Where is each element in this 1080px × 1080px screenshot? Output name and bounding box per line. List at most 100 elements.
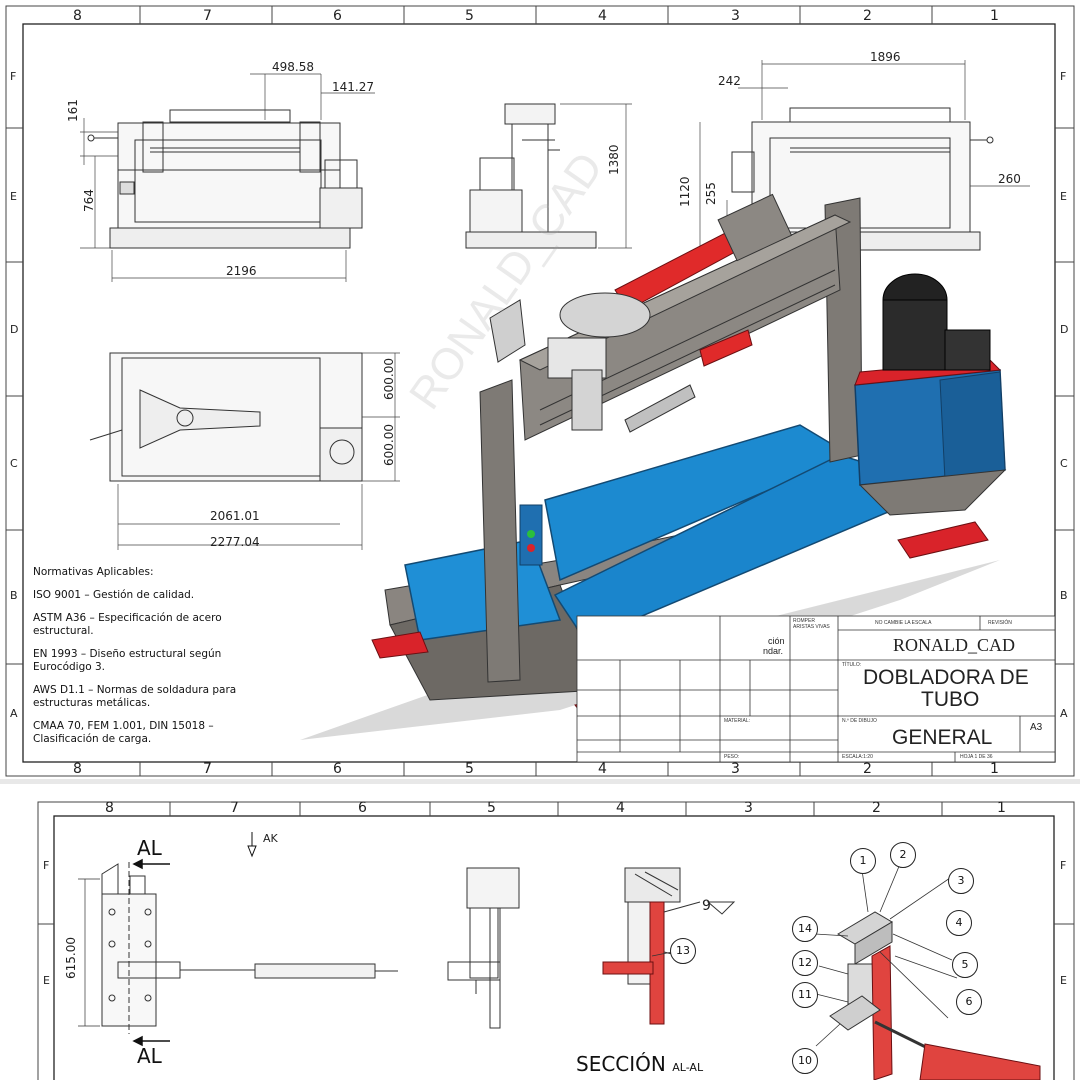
zone-number: 7 <box>203 761 212 777</box>
drawing-name: GENERAL <box>892 726 993 749</box>
note-fragment: ción <box>768 636 785 646</box>
weld-symbol: 9 <box>702 898 711 914</box>
sheet-count: HOJA 1 DE 36 <box>960 754 993 760</box>
dimension-label: 2277.04 <box>210 535 260 549</box>
sheet1-linework <box>5 5 1075 777</box>
zone-number: 2 <box>863 761 872 777</box>
zone-letter: E <box>1060 190 1067 203</box>
part-balloon: 10 <box>792 1048 818 1074</box>
zone-number: 7 <box>230 800 239 816</box>
part-balloon: 14 <box>792 916 818 942</box>
dimension-label: 2061.01 <box>210 509 260 523</box>
drawing-sheet-detail: 8 7 6 5 4 3 2 1 F E F E AL AL AK 615.00 … <box>0 784 1080 1080</box>
dimension-label: 161 <box>66 99 80 122</box>
sheet2-linework <box>37 801 1075 1080</box>
dimension-label: 260 <box>998 172 1021 186</box>
scale-label: ESCALA:1:20 <box>842 754 873 760</box>
dimension-label: 141.27 <box>332 80 374 94</box>
zone-letter: C <box>1060 457 1068 470</box>
note-fragment: ndar. <box>763 646 784 656</box>
applicable-norms: Normativas Aplicables: ISO 9001 – Gestió… <box>33 566 263 756</box>
dimension-label: 242 <box>718 74 741 88</box>
part-balloon: 4 <box>946 910 972 936</box>
zone-letter: F <box>10 70 17 83</box>
zone-number: 5 <box>487 800 496 816</box>
zone-number: 4 <box>598 761 607 777</box>
drawing-sheet-general: 8 7 6 5 4 3 2 1 8 7 6 5 4 3 2 1 F E D C … <box>5 5 1075 777</box>
dimension-label: 1120 <box>678 176 692 207</box>
zone-number: 2 <box>872 800 881 816</box>
title-block-lines <box>576 615 1056 763</box>
part-balloon: 12 <box>792 950 818 976</box>
dimension-label: 600.00 <box>382 358 396 400</box>
front-view <box>87 109 363 249</box>
zone-letter: A <box>10 707 18 720</box>
weight-label: PESO: <box>724 754 740 760</box>
part-side-view <box>447 867 520 1029</box>
dimension-label: 255 <box>704 182 718 205</box>
zone-number: 8 <box>105 800 114 816</box>
zone-letter: E <box>10 190 17 203</box>
part-balloon: 2 <box>890 842 916 868</box>
part-balloon: 3 <box>948 868 974 894</box>
section-title: SECCIÓN AL-AL <box>576 1052 703 1076</box>
zone-letter: E <box>1060 974 1067 987</box>
zone-letter: D <box>10 323 19 336</box>
zone-number: 3 <box>744 800 753 816</box>
zone-number: 5 <box>465 761 474 777</box>
zone-letter: F <box>1060 70 1067 83</box>
dimension-label: 615.00 <box>64 937 78 979</box>
zone-number: 8 <box>73 8 82 24</box>
norm-item: AWS D1.1 – Normas de soldadura para estr… <box>33 684 237 709</box>
dimension-label: 600.00 <box>382 424 396 466</box>
norm-item: CMAA 70, FEM 1.001, DIN 15018 – Clasific… <box>33 720 214 745</box>
section-title-text: SECCIÓN <box>576 1052 666 1076</box>
dimension-label: 1896 <box>870 50 901 64</box>
norm-item: ISO 9001 – Gestión de calidad. <box>33 589 195 601</box>
dimension-label: 498.58 <box>272 60 314 74</box>
zone-number: 1 <box>990 761 999 777</box>
zone-letter: D <box>1060 323 1069 336</box>
zone-letter: E <box>43 974 50 987</box>
zone-number: 6 <box>358 800 367 816</box>
zone-number: 4 <box>616 800 625 816</box>
drawing-number-label: N.º DE DIBUJO <box>842 718 877 724</box>
view-arrow-label: AK <box>263 832 278 845</box>
zone-number: 7 <box>203 8 212 24</box>
section-label: AL <box>137 836 162 860</box>
side-view <box>465 103 597 249</box>
dimension-label: 2196 <box>226 264 257 278</box>
sheet-size: A3 <box>1030 722 1043 733</box>
zone-letter: A <box>1060 707 1068 720</box>
part-front-view <box>78 862 398 1034</box>
zone-letter: B <box>10 589 18 602</box>
zone-number: 4 <box>598 8 607 24</box>
scale-note: NO CAMBIE LA ESCALA <box>875 620 932 626</box>
author-name: RONALD_CAD <box>893 635 1016 655</box>
zone-number: 5 <box>465 8 474 24</box>
top-view <box>89 352 363 482</box>
zone-number: 3 <box>731 761 740 777</box>
zone-letter: F <box>1060 859 1067 872</box>
part-balloon: 6 <box>956 989 982 1015</box>
material-label: MATERIAL: <box>724 718 751 724</box>
part-balloon: 1 <box>850 848 876 874</box>
dimension-label: 764 <box>82 189 96 212</box>
edge-note: ROMPER ARISTAS VIVAS <box>793 618 830 630</box>
exploded-isometric <box>829 911 1041 1080</box>
part-balloon: 13 <box>670 938 696 964</box>
norm-item: ASTM A36 – Especificación de acero estru… <box>33 612 222 637</box>
section-view <box>602 867 736 1025</box>
rear-view <box>731 107 994 251</box>
section-label: AL <box>137 1044 162 1068</box>
norms-title: Normativas Aplicables: <box>33 566 154 578</box>
drawing-title: DOBLADORA DE <box>863 666 1029 689</box>
section-suffix: AL-AL <box>672 1061 704 1074</box>
zone-letter: C <box>10 457 18 470</box>
zone-number: 1 <box>997 800 1006 816</box>
title-label: TÍTULO: <box>842 662 862 668</box>
zone-number: 1 <box>990 8 999 24</box>
zone-letter: B <box>1060 589 1068 602</box>
part-balloon: 11 <box>792 982 818 1008</box>
zone-number: 2 <box>863 8 872 24</box>
